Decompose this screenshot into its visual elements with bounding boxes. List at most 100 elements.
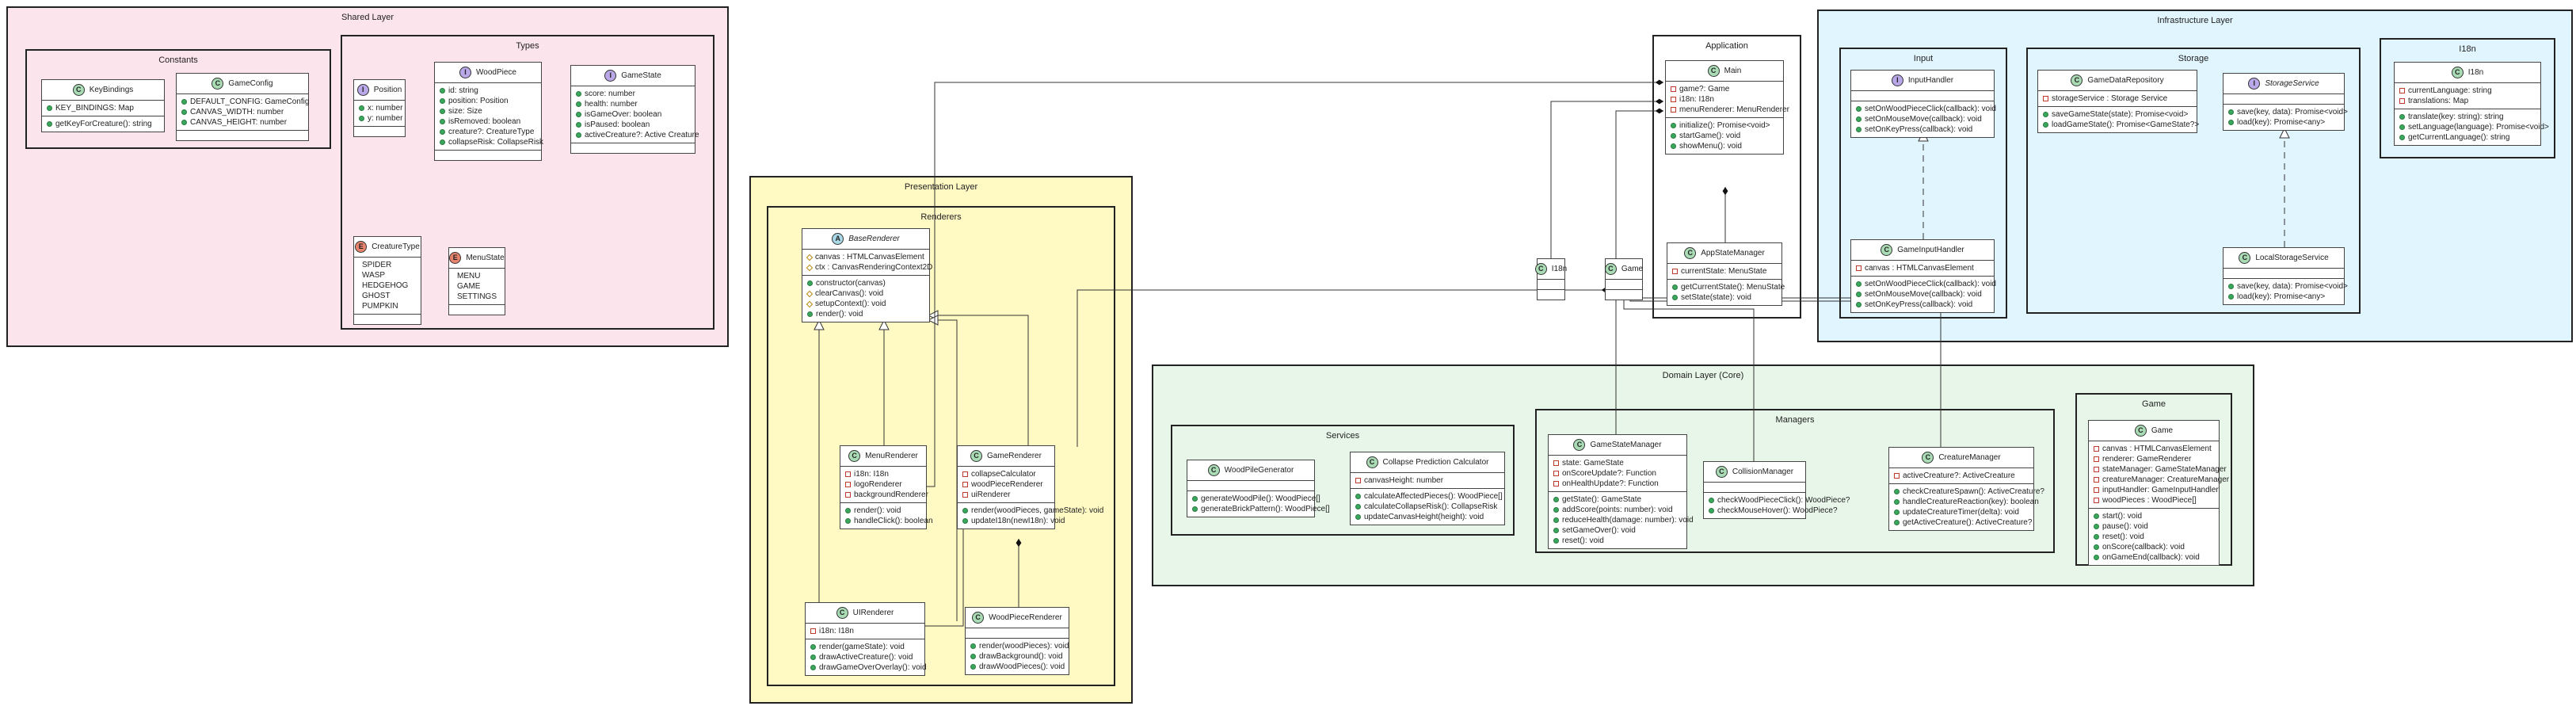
class-method: addScore(points: number): void xyxy=(1553,505,1682,515)
visibility-pub-icon xyxy=(1709,498,1714,503)
visibility-pub-icon xyxy=(576,101,581,107)
visibility-priv-icon xyxy=(1553,471,1559,476)
class-method: checkMouseHover(): WoodPiece? xyxy=(1709,506,1838,516)
methods-section: generateWoodPile(): WoodPiece[]generateB… xyxy=(1187,491,1330,517)
visibility-priv-icon xyxy=(2399,98,2405,104)
stereotype-c-icon: C xyxy=(1684,247,1697,259)
visibility-pub-icon xyxy=(810,644,816,650)
visibility-pub-icon xyxy=(2094,555,2099,560)
class-attribute: collapseCalculator xyxy=(962,469,1050,479)
visibility-priv-icon xyxy=(2094,498,2099,503)
package-title: Renderers xyxy=(920,212,962,222)
class-attribute: activeCreature?: Active Creature xyxy=(576,130,699,140)
visibility-pub-icon xyxy=(962,518,968,524)
visibility-prot-icon xyxy=(806,254,814,261)
class-method: calculateAffectedPieces(): WoodPiece[] xyxy=(1355,491,1503,502)
attributes-section: i18n: I18n xyxy=(806,624,924,639)
class-attribute: currentLanguage: string xyxy=(2399,86,2536,96)
visibility-pub-icon xyxy=(440,139,445,145)
class-attribute: isGameOver: boolean xyxy=(576,109,690,120)
stereotype-e-icon: E xyxy=(355,241,368,253)
member-text: showMenu(): void xyxy=(1679,142,1742,151)
visibility-pub-icon xyxy=(576,91,581,97)
class-method: save(key, data): Promise<void> xyxy=(2228,281,2348,292)
visibility-pub-icon xyxy=(810,665,816,670)
member-text: checkWoodPieceClick(): WoodPiece? xyxy=(1717,496,1850,505)
visibility-priv-icon xyxy=(2094,467,2099,472)
member-text: save(key, data): Promise<void> xyxy=(2237,108,2348,116)
visibility-pub-icon xyxy=(1553,497,1559,502)
package-title: Domain Layer (Core) xyxy=(1662,371,1744,380)
class-method: setOnMouseMove(callback): void xyxy=(1856,289,1989,300)
stereotype-c-icon: C xyxy=(2071,74,2083,86)
attributes-section xyxy=(1187,481,1314,491)
visibility-priv-icon xyxy=(2094,456,2099,462)
visibility-pub-icon xyxy=(2228,109,2234,115)
stereotype-i-icon: I xyxy=(459,67,472,78)
member-text: SETTINGS xyxy=(457,292,497,301)
attributes-section: storageService : Storage Service xyxy=(2038,91,2197,107)
class-name: Position xyxy=(373,86,402,94)
methods-section: save(key, data): Promise<void>load(key):… xyxy=(2224,279,2348,304)
member-text: collapseRisk: CollapseRisk xyxy=(448,138,544,147)
member-text: startGame(): void xyxy=(1679,132,1741,140)
package-title: Constants xyxy=(158,55,198,65)
package-title: Presentation Layer xyxy=(904,182,978,192)
member-text: load(key): Promise<any> xyxy=(2237,118,2326,127)
attributes-section xyxy=(1704,483,1805,493)
visibility-pub-icon xyxy=(2399,135,2405,140)
class-attribute: canvas : HTMLCanvasElement xyxy=(806,252,924,262)
package-types: Types xyxy=(341,35,714,330)
class-attribute: onHealthUpdate?: Function xyxy=(1553,479,1682,489)
visibility-pub-icon xyxy=(810,654,816,660)
class-name: CreatureManager xyxy=(1938,453,2001,462)
member-text: currentLanguage: string xyxy=(2408,86,2492,95)
member-text: constructor(canvas) xyxy=(816,279,886,288)
stereotype-e-icon: E xyxy=(449,252,462,264)
class-method: handleClick(): boolean xyxy=(845,516,933,526)
class-method: render(): void xyxy=(807,309,924,319)
class-method: showMenu(): void xyxy=(1671,141,1778,151)
class-attribute: CANVAS_WIDTH: number xyxy=(181,107,303,117)
class-name: GameRenderer xyxy=(987,452,1042,460)
member-text: logoRenderer xyxy=(854,480,902,489)
class-method: checkWoodPieceClick(): WoodPiece? xyxy=(1709,495,1850,506)
class-attribute: i18n: I18n xyxy=(845,469,921,479)
member-text: renderer: GameRenderer xyxy=(2102,455,2192,464)
member-text: currentState: MenuState xyxy=(1681,267,1767,276)
member-text: calculateAffectedPieces(): WoodPiece[] xyxy=(1364,492,1503,501)
attributes-section xyxy=(1538,280,1564,290)
class-attribute: ctx : CanvasRenderingContext2D xyxy=(806,262,932,273)
member-text: setOnMouseMove(callback): void xyxy=(1865,115,1982,124)
visibility-priv-icon xyxy=(845,471,851,477)
methods-section xyxy=(354,127,405,136)
visibility-priv-icon xyxy=(1672,269,1678,274)
member-text: canvasHeight: number xyxy=(1364,476,1444,485)
package-storage: Storage xyxy=(2026,48,2361,314)
member-text: pause(): void xyxy=(2102,522,2148,531)
class-method: setGameOver(): void xyxy=(1553,525,1682,536)
class-attribute: menuRenderer: MenuRenderer xyxy=(1671,105,1789,115)
member-text: checkMouseHover(): WoodPiece? xyxy=(1717,506,1838,515)
class-attribute: PUMPKIN xyxy=(359,301,416,311)
visibility-priv-icon xyxy=(845,482,851,487)
visibility-pub-icon xyxy=(2094,524,2099,529)
package-title: Infrastructure Layer xyxy=(2157,16,2233,25)
visibility-pub-icon xyxy=(1355,504,1361,509)
class-method: drawActiveCreature(): void xyxy=(810,652,920,662)
